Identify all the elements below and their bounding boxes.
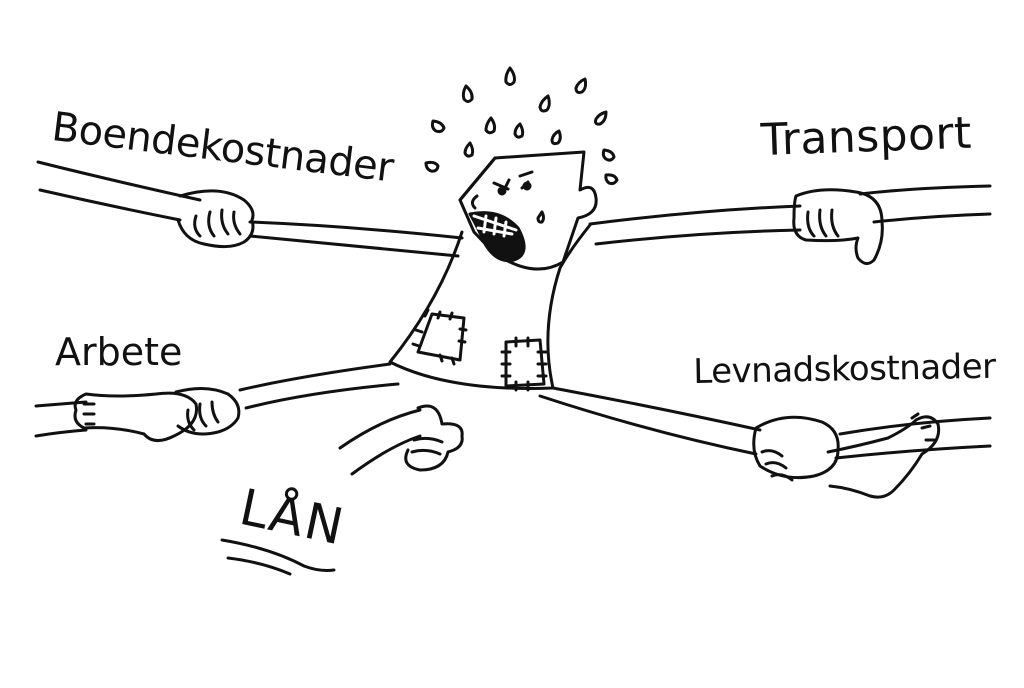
sweat-drop-icon [596, 112, 607, 124]
hand-icon [406, 406, 463, 470]
rope-arm-top-left [38, 162, 200, 220]
hand-icon [794, 190, 883, 264]
torso [390, 225, 590, 388]
sweat-drops [426, 68, 617, 184]
arm-upper-left [250, 222, 462, 256]
sweat-drop-icon [540, 96, 549, 111]
sweat-drop-icon [465, 143, 473, 156]
sweat-drop-icon [506, 68, 515, 85]
foot-icon [828, 414, 939, 497]
rope-arm-top-right [860, 186, 990, 222]
label-arbete: Arbete [55, 330, 183, 374]
sweat-drop-icon [515, 124, 523, 137]
hand-icon [178, 191, 253, 247]
rope-arm-bottom [340, 410, 420, 474]
sweat-drop-icon [552, 131, 560, 144]
sweat-drop-icon [486, 118, 495, 133]
sweat-drop-icon [576, 79, 586, 93]
leg-left [240, 364, 398, 408]
label-levnadskostnader: Levnadskostnader [693, 346, 996, 392]
hand-icon [176, 388, 239, 434]
motion-line [228, 558, 290, 574]
sweat-drop-icon [426, 162, 438, 171]
sweat-drop-icon [603, 150, 614, 160]
foot-icon [75, 393, 197, 440]
label-transport: Transport [760, 107, 973, 166]
sweat-drop-icon [463, 86, 472, 102]
stressed-character-icon [460, 152, 596, 269]
patch-icon [502, 338, 546, 390]
hand-icon [754, 417, 838, 480]
sweat-drop-icon [606, 175, 617, 184]
sweat-drop-icon [432, 121, 444, 132]
motion-line [222, 540, 334, 571]
patch-icon [413, 310, 466, 364]
leg-right [540, 388, 760, 454]
rope-arm-middle-left [36, 402, 86, 436]
arm-upper-right [590, 206, 800, 244]
